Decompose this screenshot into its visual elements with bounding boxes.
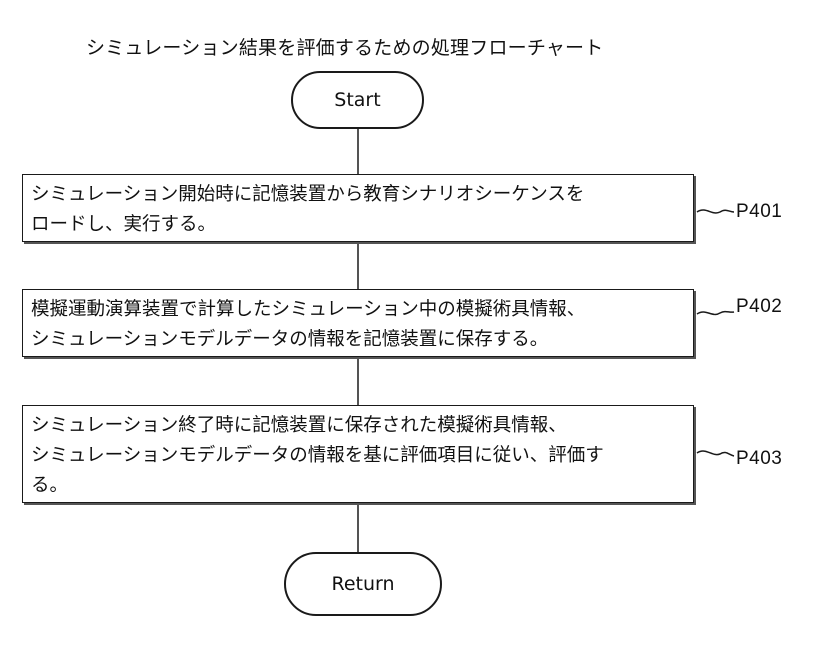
step-text-line: シミュレーションモデルデータの情報を記憶装置に保存する。 [31,325,685,355]
start-label: Start [334,89,380,111]
step-text-line: シミュレーションモデルデータの情報を基に評価項目に従い、評価す [31,441,685,471]
step-text-line: る。 [31,471,685,501]
process-step-p401: シミュレーション開始時に記憶装置から教育シナリオシーケンスを ロードし、実行する… [22,174,694,242]
diagram-title: シミュレーション結果を評価するための処理フローチャート [86,33,603,60]
step-ref-label-p401: P401 [736,201,782,223]
leader-p402 [697,312,734,315]
return-label: Return [331,573,394,595]
start-terminal: Start [291,71,424,129]
step-text-line: シミュレーション開始時に記憶装置から教育シナリオシーケンスを [31,180,685,210]
step-ref-label-p402: P402 [736,296,782,318]
step-text-line: シミュレーション終了時に記憶装置に保存された模擬術具情報、 [31,411,685,441]
leader-p403 [697,451,734,456]
step-ref-label-p403: P403 [736,448,782,470]
step-text-line: ロードし、実行する。 [31,210,685,240]
step-text-line: 模擬運動演算装置で計算したシミュレーション中の模擬術具情報、 [31,295,685,325]
process-step-p402: 模擬運動演算装置で計算したシミュレーション中の模擬術具情報、 シミュレーションモ… [22,289,694,357]
leader-p401 [697,210,734,213]
process-step-p403: シミュレーション終了時に記憶装置に保存された模擬術具情報、 シミュレーションモデ… [22,405,694,503]
return-terminal: Return [284,552,442,616]
